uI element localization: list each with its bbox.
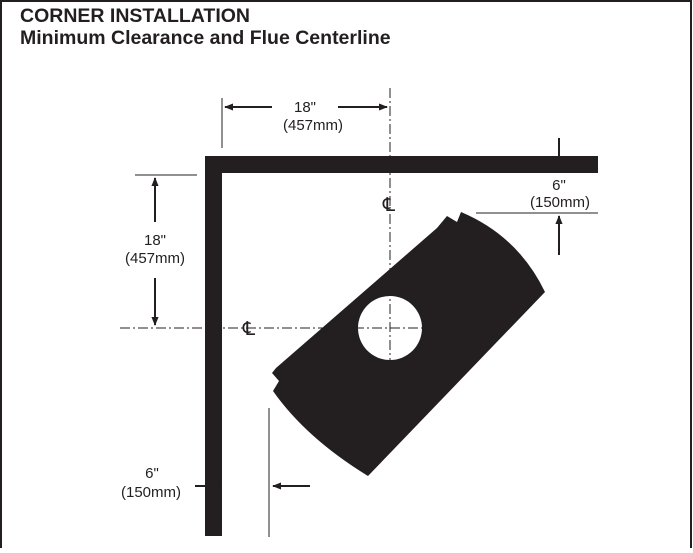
side-clearance-imperial: 6"	[145, 465, 159, 482]
top-dim-imperial: 18"	[294, 99, 316, 116]
back-clearance-imperial: 6"	[552, 177, 566, 194]
diagram-title: CORNER INSTALLATION	[20, 5, 251, 27]
side-wall	[205, 156, 222, 536]
centerline-symbol-left: ℄	[242, 319, 256, 340]
left-dim-metric: (457mm)	[125, 250, 185, 267]
top-dim-metric: (457mm)	[283, 117, 343, 134]
back-clearance-metric: (150mm)	[530, 194, 590, 211]
diagram-subtitle: Minimum Clearance and Flue Centerline	[20, 27, 391, 49]
centerline-symbol-top: ℄	[382, 195, 396, 216]
left-dim-imperial: 18"	[144, 232, 166, 249]
back-wall	[205, 156, 598, 173]
side-clearance-metric: (150mm)	[121, 484, 181, 501]
